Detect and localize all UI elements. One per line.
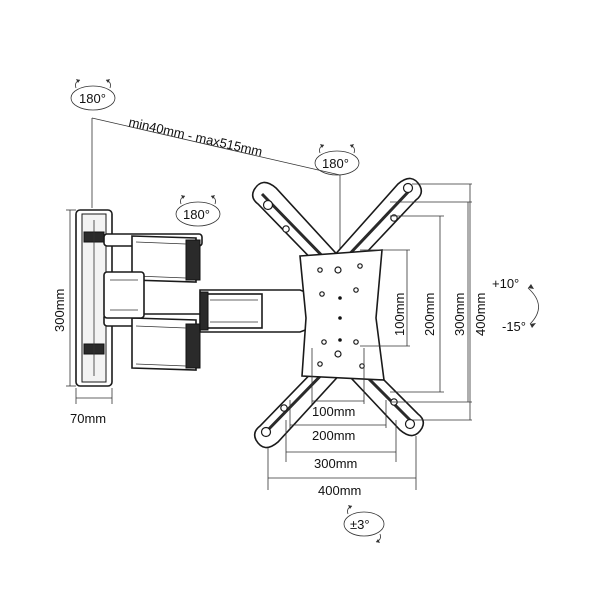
- articulating-arm-lower: [103, 313, 203, 371]
- horizontal-200-label: 200mm: [312, 428, 355, 443]
- tilt-down-label: -15°: [502, 319, 526, 334]
- wall-plate-depth-dimension: 70mm: [70, 388, 113, 426]
- tilt-up-label: +10°: [492, 276, 519, 291]
- rotation-top-left-label: 180°: [79, 91, 106, 106]
- rotation-top-center: 180°: [314, 144, 360, 176]
- rotation-top-left: 180°: [70, 79, 116, 111]
- rotation-middle-label: 180°: [183, 207, 210, 222]
- wall-plate-height-dimension: 300mm: [52, 209, 76, 387]
- rotation-bottom: ±3°: [343, 505, 385, 543]
- rotation-bottom-label: ±3°: [350, 517, 370, 532]
- horizontal-300-label: 300mm: [314, 456, 357, 471]
- front-arm: [199, 289, 317, 333]
- arm-middle-joint: [103, 271, 145, 319]
- horizontal-vesa-dimensions: 100mm 200mm 300mm 400mm: [267, 348, 417, 498]
- rotation-middle: 180°: [175, 195, 221, 227]
- horizontal-400-label: 400mm: [318, 483, 361, 498]
- horizontal-100-label: 100mm: [312, 404, 355, 419]
- vertical-300-label: 300mm: [452, 293, 467, 336]
- wall-plate-height-label: 300mm: [52, 289, 67, 332]
- vertical-200-label: 200mm: [422, 293, 437, 336]
- rotation-top-center-label: 180°: [322, 156, 349, 171]
- wall-plate-depth-label: 70mm: [70, 411, 106, 426]
- arm-range-label: min40mm - max515mm: [127, 114, 263, 159]
- vertical-400-label: 400mm: [473, 293, 488, 336]
- vertical-vesa-dimensions: 100mm 200mm 300mm 400mm: [360, 183, 488, 421]
- center-plate-holes: [317, 263, 365, 369]
- vertical-100-label: 100mm: [392, 293, 407, 336]
- tilt-indicator: +10° -15°: [492, 276, 539, 334]
- arm-slot-holes: [260, 182, 416, 438]
- articulating-arm-upper: [103, 233, 203, 283]
